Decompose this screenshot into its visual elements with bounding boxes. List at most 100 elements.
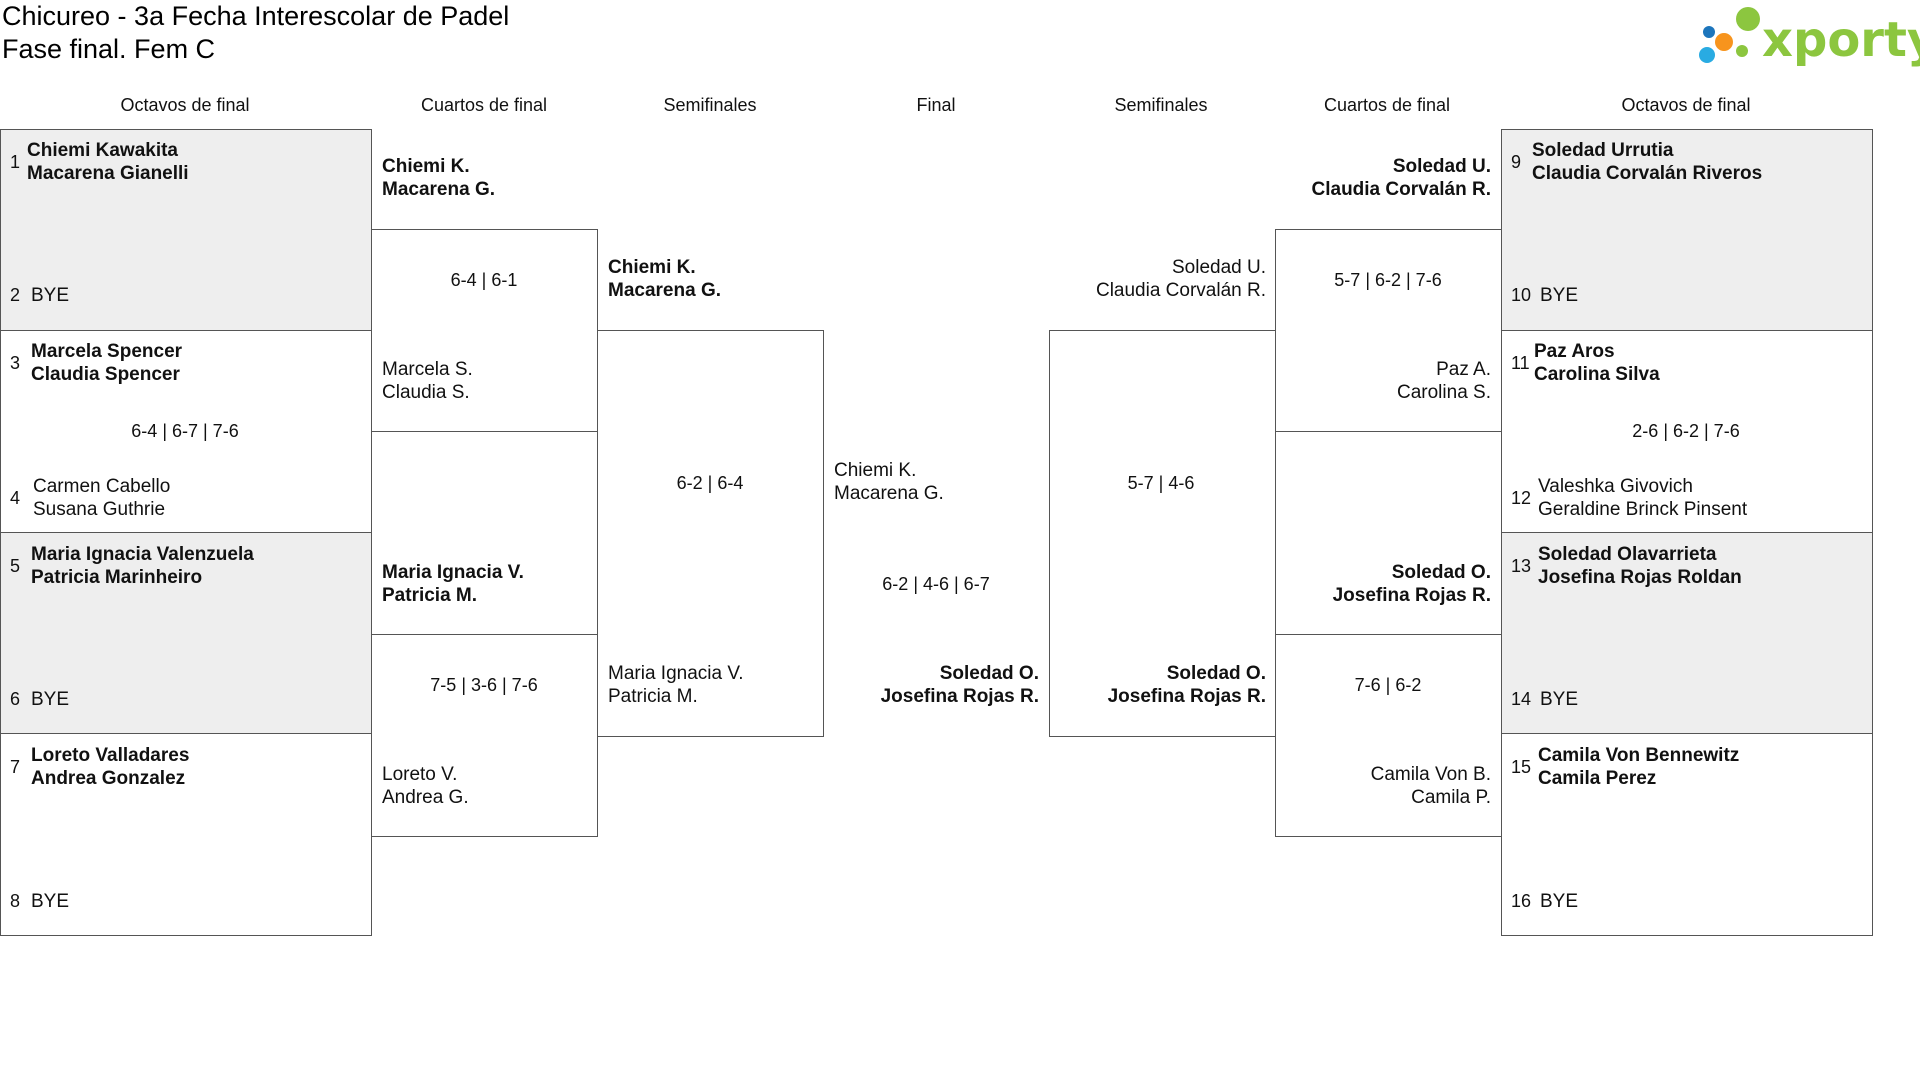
header-final: Final	[916, 95, 956, 115]
bye-label: BYE	[31, 689, 70, 710]
player-name: Carolina S.	[1397, 382, 1491, 403]
player-name: Loreto Valladares	[31, 745, 190, 766]
player-name: Chiemi K.	[382, 156, 470, 177]
player-name: Chiemi K.	[608, 257, 696, 278]
player-name: Chiemi Kawakita	[27, 140, 178, 161]
logo-dot-green-small	[1736, 45, 1748, 57]
player-name: Valeshka Givovich	[1538, 476, 1693, 497]
player-name: Carmen Cabello	[33, 476, 171, 497]
player-name: Macarena G.	[382, 179, 495, 200]
player-name: Camila Von B.	[1370, 764, 1491, 785]
player-name: Susana Guthrie	[33, 499, 166, 520]
match-box-octavos-left-3	[0, 532, 372, 734]
logo-text: xporty	[1762, 12, 1920, 68]
logo-dot-blue	[1699, 47, 1715, 63]
match-box-octavos-right-4	[1501, 733, 1873, 936]
seed-number: 8	[10, 891, 21, 911]
player-name: Josefina Rojas R.	[1107, 686, 1266, 707]
match-box-octavos-right-1	[1501, 129, 1873, 331]
seed-number: 11	[1511, 353, 1530, 373]
player-name: Patricia Marinheiro	[31, 567, 203, 588]
match-box-semi-left	[597, 330, 824, 737]
match-score: 7-6 | 6-2	[1354, 675, 1422, 695]
header-left-cuartos: Cuartos de final	[420, 95, 548, 115]
player-name: Andrea Gonzalez	[31, 768, 186, 789]
match-score: 6-4 | 6-7 | 7-6	[131, 421, 239, 441]
player-name: Camila Von Bennewitz	[1538, 745, 1740, 766]
tournament-subtitle: Fase final. Fem C	[2, 34, 216, 64]
champion-name: Josefina Rojas R.	[880, 686, 1039, 707]
player-name: Macarena G.	[608, 280, 721, 301]
player-name: Josefina Rojas Roldan	[1538, 567, 1742, 588]
logo-dot-orange	[1715, 33, 1733, 51]
seed-number: 15	[1511, 757, 1532, 777]
seed-number: 10	[1511, 285, 1532, 305]
seed-number: 3	[10, 353, 21, 373]
player-name: Claudia Spencer	[31, 364, 180, 385]
seed-number: 6	[10, 689, 21, 709]
seed-number: 16	[1511, 891, 1532, 911]
seed-number: 9	[1511, 152, 1522, 172]
player-name: Claudia Corvalán R.	[1311, 179, 1492, 200]
player-name: Loreto V.	[382, 764, 458, 785]
player-name: Patricia M.	[608, 686, 698, 707]
match-score: 7-5 | 3-6 | 7-6	[430, 675, 538, 695]
seed-number: 14	[1511, 689, 1532, 709]
player-name: Claudia Corvalán R.	[1095, 280, 1266, 301]
bye-label: BYE	[1540, 285, 1579, 306]
header-left-semis: Semifinales	[663, 95, 757, 115]
player-name: Macarena G.	[834, 483, 944, 504]
player-name: Patricia M.	[382, 585, 478, 606]
match-score: 5-7 | 6-2 | 7-6	[1334, 270, 1442, 290]
player-name: Soledad O.	[1391, 562, 1491, 583]
bye-label: BYE	[1540, 689, 1579, 710]
player-name: Soledad Olavarrieta	[1538, 544, 1717, 565]
logo-dot-green	[1736, 7, 1760, 31]
seed-number: 5	[10, 556, 21, 576]
player-name: Soledad Urrutia	[1532, 140, 1674, 161]
tournament-title: Chicureo - 3a Fecha Interescolar de Pade…	[2, 1, 510, 31]
seed-number: 13	[1511, 556, 1532, 576]
player-name: Camila Perez	[1538, 768, 1657, 789]
header-right-semis: Semifinales	[1114, 95, 1208, 115]
player-name: Geraldine Brinck Pinsent	[1538, 499, 1748, 520]
player-name: Claudia S.	[382, 382, 470, 403]
xporty-logo: xporty	[1699, 7, 1920, 68]
player-name: Maria Ignacia V.	[608, 663, 744, 684]
bye-label: BYE	[31, 891, 70, 912]
player-name: Paz A.	[1436, 359, 1491, 380]
player-name: Soledad U.	[1171, 257, 1266, 278]
player-name: Josefina Rojas R.	[1332, 585, 1491, 606]
header-right-cuartos: Cuartos de final	[1323, 95, 1451, 115]
match-score: 5-7 | 4-6	[1127, 473, 1195, 493]
bye-label: BYE	[1540, 891, 1579, 912]
match-box-semi-right	[1049, 330, 1276, 737]
match-score: 6-4 | 6-1	[450, 270, 518, 290]
champion-name: Soledad O.	[939, 663, 1039, 684]
player-name: Maria Ignacia Valenzuela	[31, 544, 254, 565]
seed-number: 2	[10, 285, 21, 305]
player-name: Carolina Silva	[1534, 364, 1660, 385]
match-score: 6-2 | 6-4	[676, 473, 744, 493]
seed-number: 12	[1511, 488, 1532, 508]
player-name: Marcela S.	[382, 359, 473, 380]
bye-label: BYE	[31, 285, 70, 306]
player-name: Claudia Corvalán Riveros	[1532, 163, 1763, 184]
player-name: Soledad U.	[1392, 156, 1491, 177]
seed-number: 7	[10, 757, 21, 777]
header-right-octavos: Octavos de final	[1621, 95, 1751, 115]
header-left-octavos: Octavos de final	[120, 95, 250, 115]
final-score: 6-2 | 4-6 | 6-7	[882, 574, 990, 594]
player-name: Chiemi K.	[834, 460, 917, 481]
player-name: Maria Ignacia V.	[382, 562, 524, 583]
logo-dot-darkblue	[1703, 26, 1715, 38]
seed-number: 1	[10, 152, 21, 172]
player-name: Paz Aros	[1534, 341, 1615, 362]
seed-number: 4	[10, 488, 21, 508]
player-name: Andrea G.	[382, 787, 469, 808]
player-name: Macarena Gianelli	[27, 163, 189, 184]
player-name: Marcela Spencer	[31, 341, 183, 362]
match-box-octavos-left-1	[0, 129, 372, 331]
match-score: 2-6 | 6-2 | 7-6	[1632, 421, 1740, 441]
player-name: Camila P.	[1411, 787, 1491, 808]
